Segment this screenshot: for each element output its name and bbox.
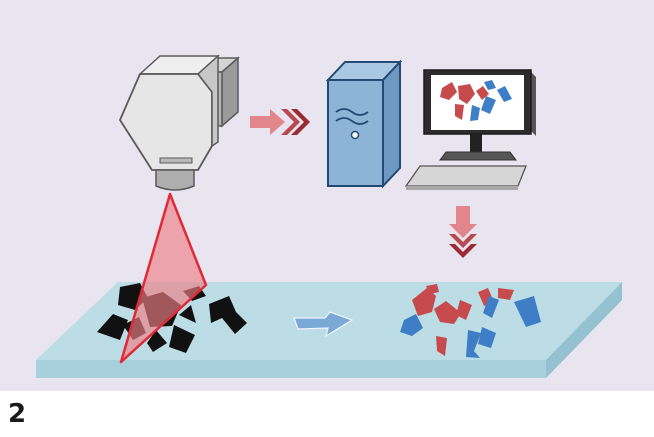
downward-arrow-icon [449,206,477,258]
classified-particles-icon [400,284,541,358]
tower-vent [335,108,369,116]
particle [497,86,512,102]
particle [436,336,447,356]
chevron [449,234,477,248]
figure-number: 2 [8,399,27,429]
particle [169,325,195,353]
monitor-neck [470,134,482,152]
particle [209,296,247,334]
conveyor-side [546,282,622,378]
particle [483,296,499,318]
particle [476,86,489,100]
screen-particles [440,80,512,121]
data-transfer-arrow-icon [250,109,310,135]
computer-tower-icon [325,59,403,189]
camera-body [119,73,213,171]
particle [400,314,423,336]
monitor-side [531,72,536,136]
chevron [449,244,477,258]
particle [458,84,475,104]
particle [456,300,472,320]
monitor-screen [431,75,524,130]
conveyor-front [36,360,546,378]
camera-slot [159,157,193,164]
particle [179,305,196,323]
arrow-shaft [449,206,477,238]
arrow-shape [293,311,354,338]
particle [514,296,541,327]
particle [434,301,461,324]
keyboard-front [406,186,518,190]
particle [466,330,481,358]
arrow-shaft [250,109,285,135]
monitor-icon [423,69,536,161]
line-scan-camera-icon [119,54,240,191]
keyboard-top [404,165,527,187]
particle [470,105,480,121]
keyboard-icon [404,165,527,190]
tower-vent [335,117,369,125]
tower-side [382,59,401,189]
chevron [281,109,300,135]
monitor-base [439,151,517,161]
camera-body-right [196,54,219,148]
particle [455,104,464,120]
transport-arrow-icon [293,311,354,338]
particle [481,96,496,114]
particle [440,82,457,100]
sorting-diagram [36,54,622,378]
laser-beam-icon [119,192,208,364]
tower-power-button [350,130,360,140]
particle [426,284,439,294]
particle [498,288,514,300]
laser-cone [119,192,208,364]
chevron [291,109,310,135]
particle [412,288,436,316]
particle [478,327,496,348]
particle [97,314,128,340]
particle [484,80,496,90]
camera-lens [155,169,195,191]
particle [147,330,167,352]
